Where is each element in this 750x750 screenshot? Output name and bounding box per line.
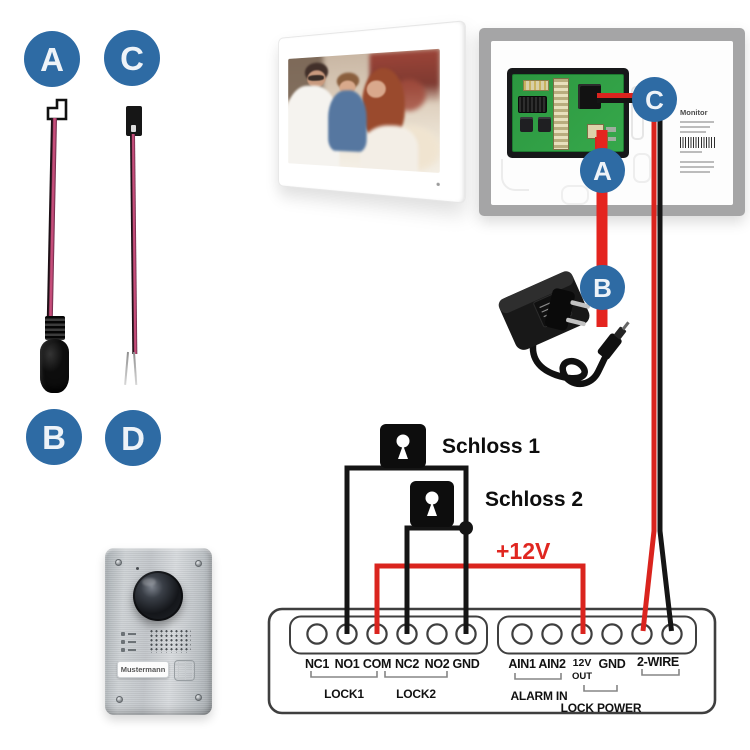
terminal-label-gnd2: GND: [599, 657, 626, 671]
screw: [115, 559, 122, 566]
wire-2wire-black: [657, 98, 674, 632]
adapter-body: [498, 271, 590, 350]
status-led: [121, 648, 136, 652]
call-button[interactable]: [174, 660, 195, 681]
terminal-gnd2: [601, 623, 623, 645]
smd-part: [606, 127, 616, 132]
wiring-compartment: [507, 68, 629, 158]
screw: [195, 694, 202, 701]
doorbell-nameplate: Mustermann: [117, 661, 169, 678]
kit-marker-c-badge: C: [104, 30, 160, 86]
diagram-marker-a-badge: A: [580, 148, 625, 193]
terminal-label-out: OUT: [572, 671, 592, 682]
terminal-label-ain1: AIN1: [508, 657, 536, 671]
terminal-label-2wire: 2-WIRE: [637, 655, 679, 669]
two-wire-socket: [578, 84, 601, 109]
terminal-label-gnd1: GND: [453, 657, 480, 671]
connector-a-plug: [46, 98, 68, 121]
screw: [195, 560, 202, 567]
lock1-label: Schloss 1: [442, 435, 540, 458]
terminal-label-com: COM: [363, 657, 391, 671]
kit-marker-a-badge: A: [24, 31, 80, 87]
ribbon-connector: [553, 78, 569, 150]
lock2-icon: [410, 481, 454, 527]
adapter-barrel-plug: [597, 321, 630, 360]
terminal-label-ain2: AIN2: [538, 657, 566, 671]
terminal-label-12v: 12V: [573, 657, 592, 669]
dc-jack-b-body: [40, 339, 69, 393]
terminal-label-nc1: NC1: [305, 657, 329, 671]
smd-part: [608, 137, 616, 141]
diagram-marker-b-badge: B: [580, 265, 625, 310]
terminal-nc1: [306, 623, 328, 645]
molded-mark: [501, 159, 529, 191]
wire-lock2-loop: [404, 525, 466, 634]
group-label-alarm-in: ALARM IN: [510, 689, 567, 703]
circuit-board: [512, 74, 624, 152]
wire-12v-red: [374, 563, 586, 634]
speaker-grille: [149, 629, 191, 653]
ic-chip: [519, 97, 546, 112]
terminal-label-no2: NO2: [425, 657, 450, 671]
plug-prong: [570, 300, 591, 309]
kit-marker-d-badge: D: [105, 410, 161, 466]
connector-c-plug: [126, 106, 142, 136]
adapter-plug-face: [544, 288, 591, 331]
group-brackets: [310, 669, 680, 692]
diagram-marker-c-badge: C: [632, 77, 677, 122]
group-label-lock1: LOCK1: [324, 687, 364, 701]
voltage-label: +12V: [496, 538, 551, 564]
sticker-title: Monitor: [680, 108, 708, 117]
wire-junction-dot: [459, 521, 473, 535]
molded-mark: [561, 185, 589, 205]
camera-icon: [133, 571, 183, 621]
capacitor: [520, 117, 533, 132]
terminal-ain2: [541, 623, 563, 645]
mic-hole: [136, 567, 139, 570]
power-adapter: [498, 271, 630, 388]
terminal-label-nc2: NC2: [395, 657, 419, 671]
lock1-icon: [380, 424, 426, 468]
terminal-block: [267, 607, 717, 715]
terminal-no2: [426, 623, 448, 645]
group-label-lock-power: LOCK POWER: [561, 701, 642, 715]
adapter-cord: [529, 328, 612, 388]
terminal-ain1: [511, 623, 533, 645]
spec-sticker: Monitor: [680, 108, 722, 173]
molded-mark: [633, 153, 651, 183]
status-led: [121, 632, 136, 636]
pin-header: [523, 80, 549, 91]
kit-marker-b-badge: B: [26, 409, 82, 465]
group-label-lock2: LOCK2: [396, 687, 436, 701]
wire-2wire-red: [640, 98, 657, 632]
door-station: Mustermann: [105, 548, 212, 715]
screw: [116, 696, 123, 703]
terminal-label-no1: NO1: [335, 657, 360, 671]
plug-prong: [566, 317, 586, 327]
status-led: [121, 640, 136, 644]
capacitor: [538, 117, 551, 132]
barcode: [680, 137, 715, 148]
dc-jack-b-neck: [45, 316, 65, 340]
lock2-label: Schloss 2: [485, 488, 583, 511]
